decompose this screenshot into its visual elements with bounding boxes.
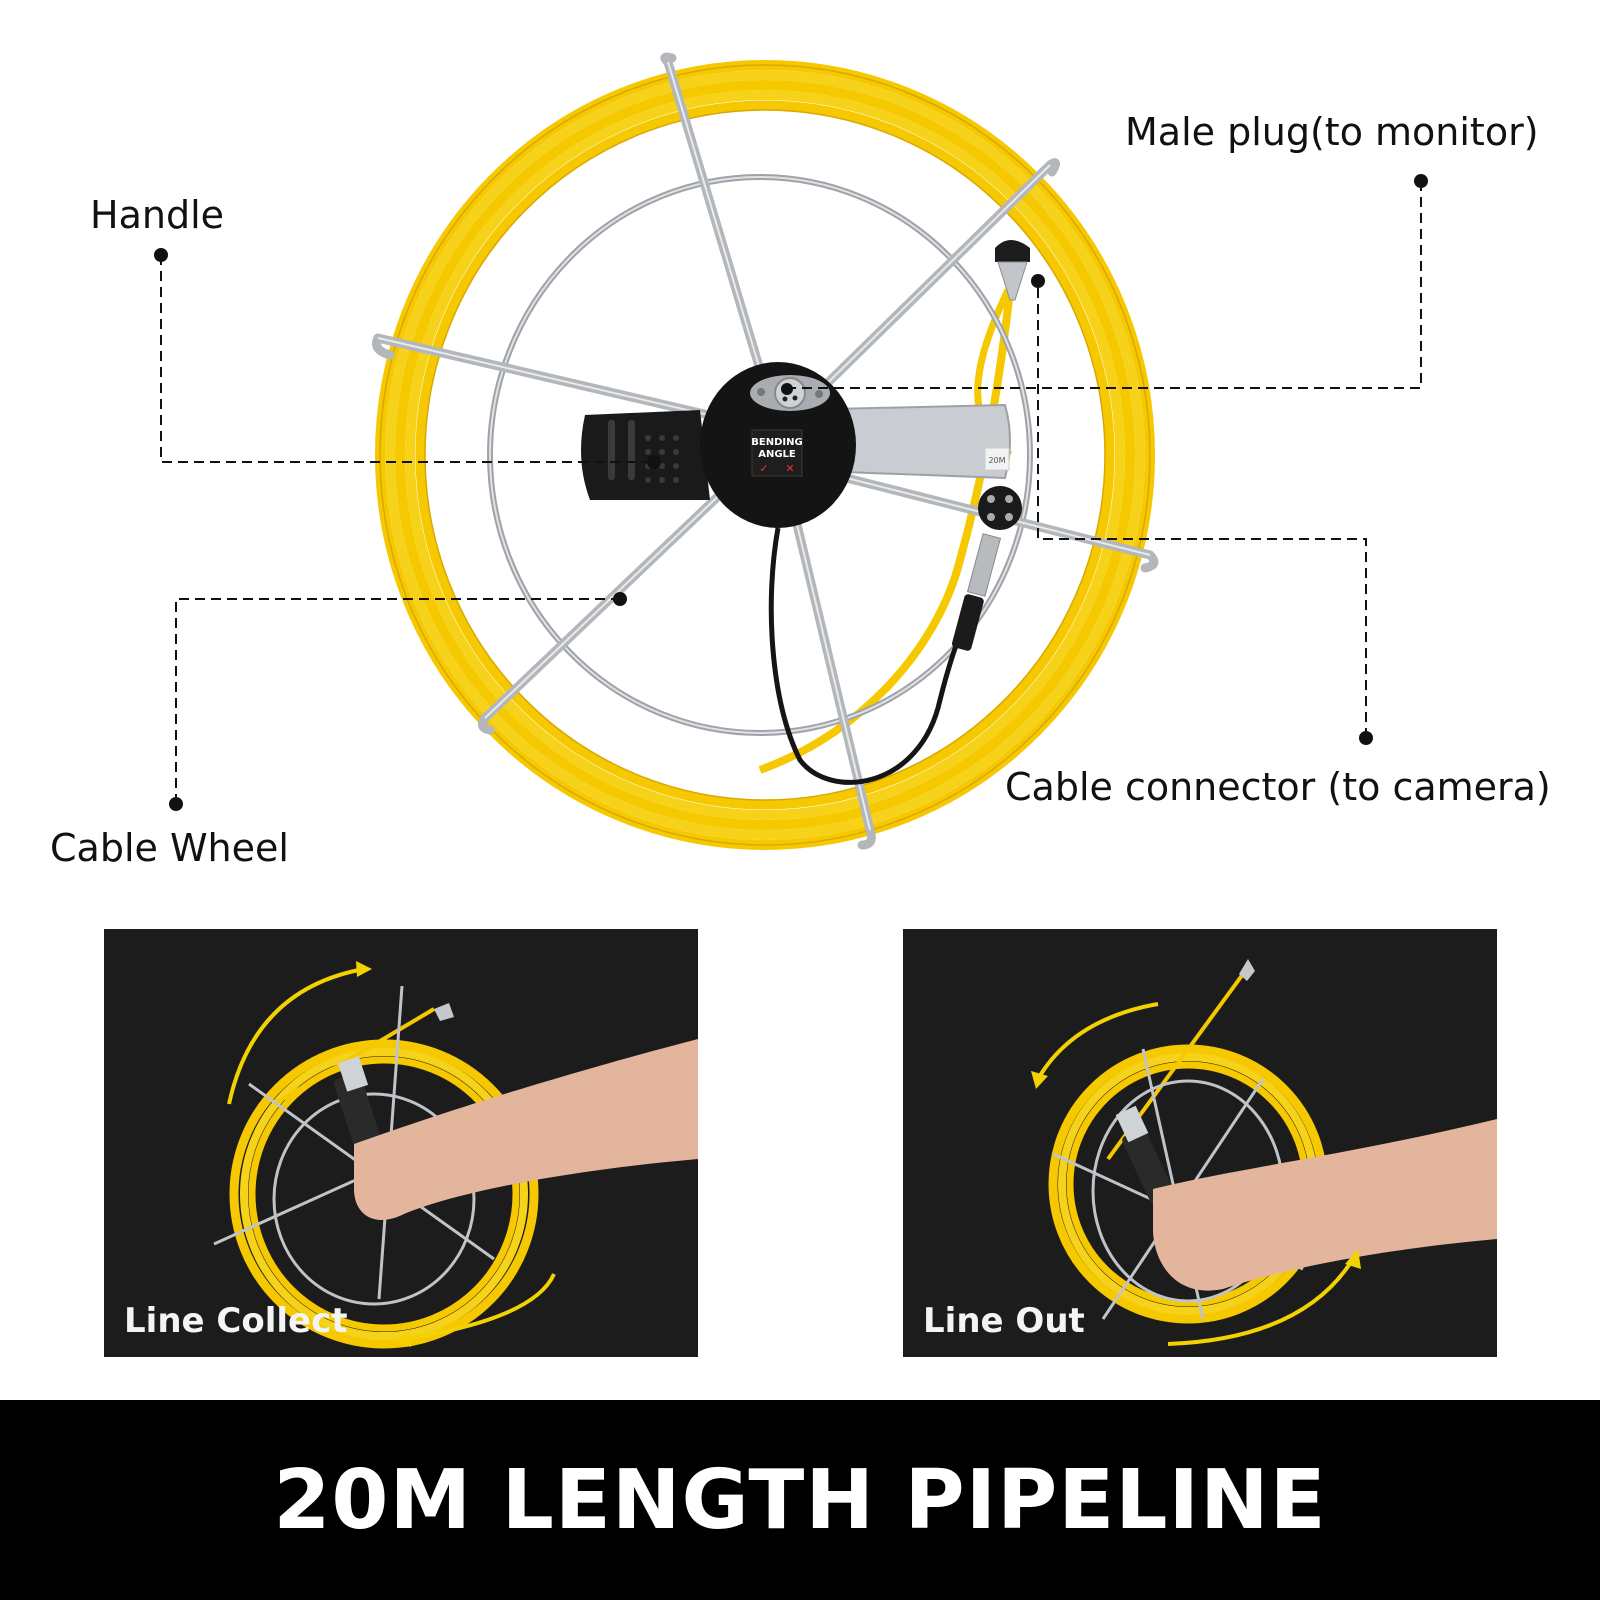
male-plug-dot — [1414, 174, 1428, 188]
handle-dot — [154, 248, 168, 262]
camera-head-icon — [434, 1003, 454, 1021]
handle-grip — [581, 410, 710, 500]
cross-icon: ✕ — [785, 462, 794, 475]
cable-connector — [951, 486, 1022, 651]
cable-connector-dot — [1359, 731, 1373, 745]
cable-wheel-dot — [169, 797, 183, 811]
camera-head-icon — [1239, 959, 1255, 981]
banner-title: 20M LENGTH PIPELINE — [273, 1452, 1327, 1548]
hub-sticker-line2: ANGLE — [758, 449, 796, 460]
line-collect-illustration — [213, 961, 698, 1349]
center-hub: BENDING ANGLE ✓ ✕ — [700, 362, 856, 528]
callout-lines — [160, 181, 1422, 804]
callout-dots — [154, 174, 1428, 811]
hub-sticker-line1: BENDING — [751, 437, 802, 448]
cable-length-tag: 20M — [984, 447, 1010, 471]
callout-label-cable-connector: Cable connector (to camera) — [1005, 765, 1551, 809]
check-icon: ✓ — [759, 462, 768, 475]
hub-cable — [768, 527, 968, 785]
arrow-ccw-bottom-icon — [1345, 1249, 1361, 1269]
panel-label-line-collect: Line Collect — [124, 1301, 348, 1341]
panel-line-collect: Line Collect — [104, 929, 698, 1357]
arrow-clockwise-top-icon — [356, 961, 372, 977]
panel-line-out: Line Out — [903, 929, 1497, 1357]
callout-label-male-plug: Male plug(to monitor) — [1125, 110, 1539, 154]
bottom-banner: 20M LENGTH PIPELINE — [0, 1400, 1600, 1600]
line-out-illustration — [1031, 959, 1497, 1346]
svg-text:20M: 20M — [988, 456, 1005, 465]
callout-label-handle: Handle — [90, 193, 225, 237]
arrow-clockwise-bottom-icon — [394, 1331, 411, 1347]
cable-reel-illustration: BENDING ANGLE ✓ ✕ 20M — [154, 52, 1428, 850]
camera-head — [995, 240, 1030, 301]
arrow-ccw-top-icon — [1031, 1071, 1048, 1089]
panel-label-line-out: Line Out — [923, 1301, 1085, 1341]
callout-label-cable-wheel: Cable Wheel — [50, 826, 289, 870]
